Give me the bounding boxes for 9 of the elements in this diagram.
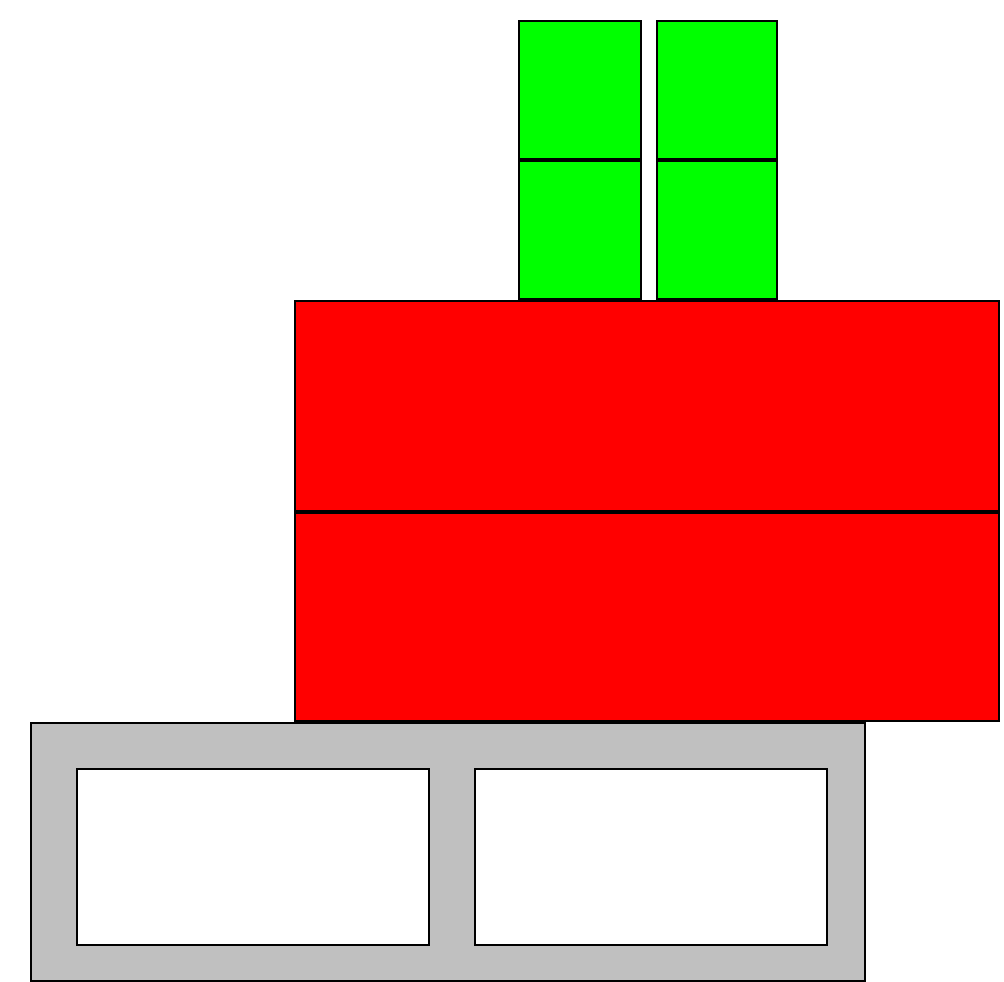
- large-block: [294, 512, 1000, 722]
- inner-panel: [76, 768, 430, 946]
- large-block: [294, 300, 1000, 512]
- small-block: [656, 160, 778, 300]
- small-block: [518, 160, 642, 300]
- small-block: [518, 20, 642, 160]
- frame-panel: [30, 722, 866, 982]
- small-block: [656, 20, 778, 160]
- inner-panel: [474, 768, 828, 946]
